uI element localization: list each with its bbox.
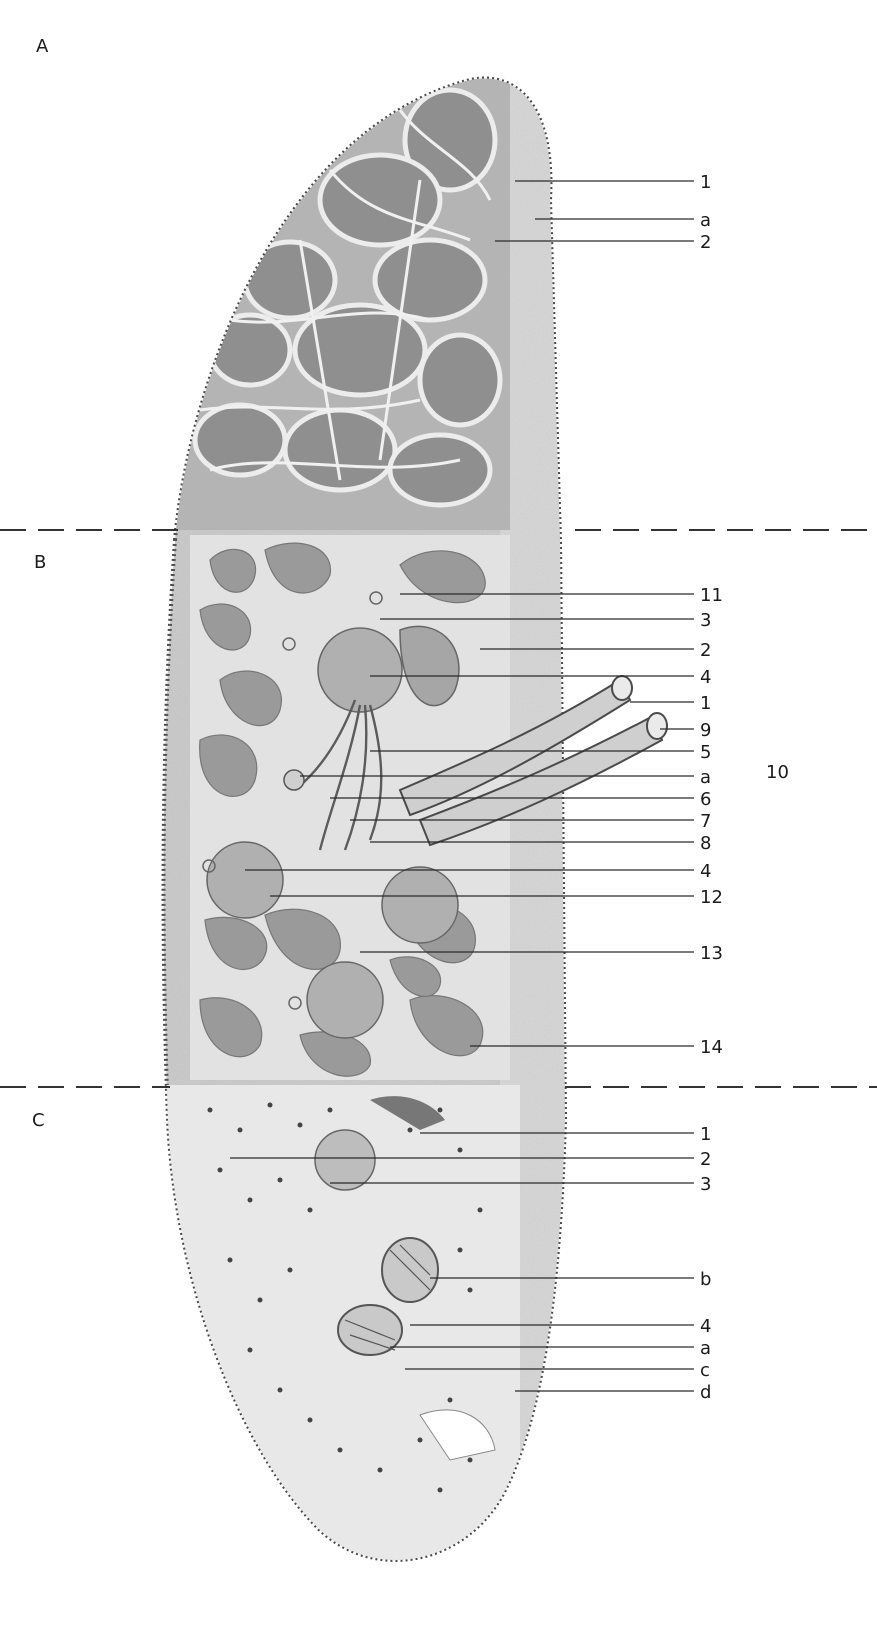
label-a-2: 2	[700, 232, 711, 253]
label-b-14: 14	[700, 1037, 723, 1058]
label-c-c: c	[700, 1360, 710, 1381]
label-b-11: 11	[700, 585, 723, 606]
label-b-12: 12	[700, 887, 723, 908]
label-b-8: 8	[700, 833, 711, 854]
label-b-1: 1	[700, 693, 711, 714]
label-c-b: b	[700, 1269, 711, 1290]
section-b-pulp	[190, 535, 667, 1080]
section-letter-a: A	[36, 36, 49, 57]
label-c-1: 1	[700, 1124, 711, 1145]
label-c-2: 2	[700, 1149, 711, 1170]
label-b-a: a	[700, 767, 711, 788]
label-b-13: 13	[700, 943, 723, 964]
label-b-6: 6	[700, 789, 711, 810]
label-a-1: 1	[700, 172, 711, 193]
label-b-9: 9	[700, 720, 711, 741]
label-a-a: a	[700, 210, 711, 231]
label-b-4: 4	[700, 667, 711, 688]
section-letter-c: C	[32, 1110, 45, 1131]
label-b-3: 3	[700, 610, 711, 631]
label-b-2: 2	[700, 640, 711, 661]
label-b-4b: 4	[700, 861, 711, 882]
label-c-d: d	[700, 1382, 711, 1403]
label-c-3: 3	[700, 1174, 711, 1195]
label-c-a: a	[700, 1338, 711, 1359]
label-b-5: 5	[700, 742, 711, 763]
label-c-4: 4	[700, 1316, 711, 1337]
label-b-10: 10	[766, 762, 789, 783]
section-letter-b: B	[34, 552, 46, 573]
label-b-7: 7	[700, 811, 711, 832]
section-a-trabeculae	[170, 70, 510, 530]
